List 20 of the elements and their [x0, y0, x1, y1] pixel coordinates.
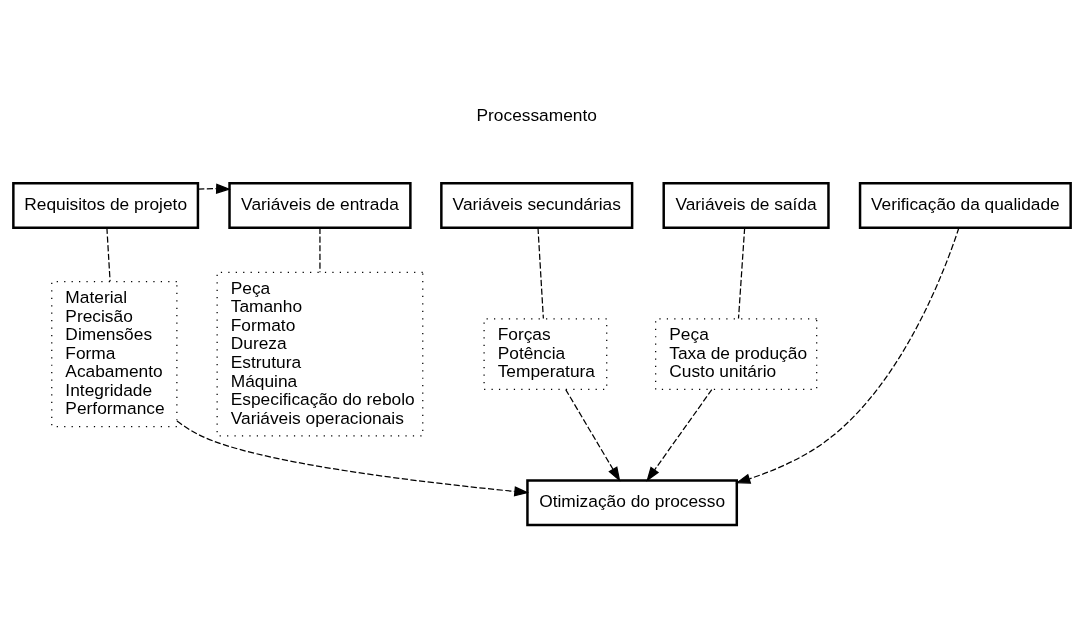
- label: Processamento: [476, 104, 597, 125]
- node-box: Peça Taxa de produção Custo unitário: [655, 318, 818, 390]
- node-box: Requisitos de projeto: [12, 181, 200, 229]
- node-box: Variáveis de saída: [662, 181, 830, 229]
- node-box: Forças Potência Temperatura: [483, 318, 608, 390]
- node-box: Variáveis de entrada: [228, 181, 412, 229]
- connector: [106, 227, 111, 282]
- arrow: [197, 183, 231, 194]
- arrow: [735, 227, 960, 484]
- connector: [737, 227, 746, 320]
- node-box: Variáveis secundárias: [440, 181, 634, 229]
- connector: [537, 227, 544, 320]
- arrow: [646, 389, 713, 482]
- arrow: [176, 420, 530, 497]
- node-box: Otimização do processo: [526, 479, 739, 527]
- node-box: Verificação da qualidade: [858, 181, 1072, 229]
- node-box: Peça Tamanho Formato Dureza Estrutura Máquina Especificação do rebolo Variáveis operacionais: [216, 271, 424, 437]
- node-box: Material Precisão Dimensões Forma Acabamento Integridade Performance: [51, 281, 178, 428]
- connector: [319, 227, 321, 273]
- arrow: [565, 389, 621, 482]
